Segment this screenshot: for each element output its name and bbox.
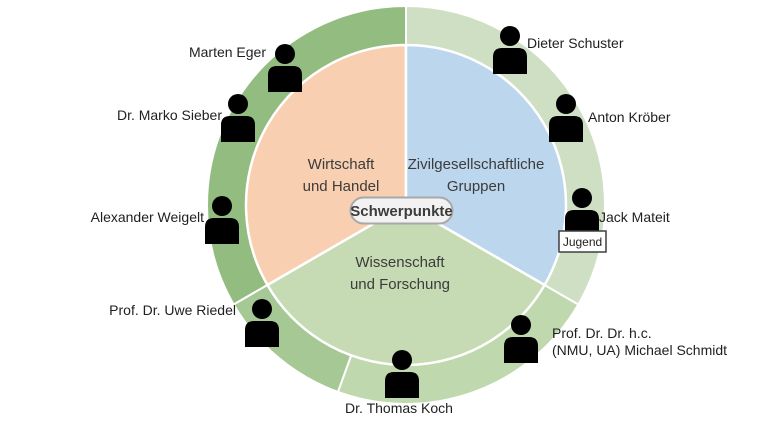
person-head-icon <box>500 26 520 46</box>
person-label-thomas-koch: Dr. Thomas Koch <box>345 400 453 416</box>
person-head-icon <box>392 350 412 370</box>
jugend-tag-label: Jugend <box>563 235 602 249</box>
sector-label-zivilgesellschaft-line2: Gruppen <box>447 178 505 195</box>
person-body-icon <box>493 48 527 74</box>
person-body-icon <box>565 210 599 236</box>
person-label-marko-sieber: Dr. Marko Sieber <box>117 107 222 123</box>
person-body-icon <box>221 116 255 142</box>
person-label-michael-schmidt-line1: Prof. Dr. Dr. h.c. <box>552 325 652 341</box>
person-head-icon <box>252 299 272 319</box>
sector-label-wissenschaft-line2: und Forschung <box>350 276 450 293</box>
person-body-icon <box>385 372 419 398</box>
sector-wirtschaft-und-handel <box>244 43 408 287</box>
person-head-icon <box>275 44 295 64</box>
person-label-anton-kroeber: Anton Kröber <box>588 109 671 125</box>
person-icon-michael-schmidt <box>504 315 538 363</box>
person-body-icon <box>549 116 583 142</box>
person-body-icon <box>504 337 538 363</box>
person-icon-uwe-riedel <box>245 299 279 347</box>
person-icon-thomas-koch <box>385 350 419 398</box>
person-label-uwe-riedel: Prof. Dr. Uwe Riedel <box>109 302 236 318</box>
person-head-icon <box>228 94 248 114</box>
person-icon-marko-sieber <box>221 94 255 142</box>
person-head-icon <box>556 94 576 114</box>
person-icon-anton-kroeber <box>549 94 583 142</box>
person-icon-jack-mateit <box>565 188 599 236</box>
person-label-jack-mateit: Jack Mateit <box>599 209 670 225</box>
sector-label-wissenschaft-line1: Wissenschaft <box>355 254 445 271</box>
person-icon-alexander-weigelt <box>205 196 239 244</box>
person-head-icon <box>572 188 592 208</box>
person-body-icon <box>245 321 279 347</box>
jugend-tag-box <box>558 230 607 253</box>
person-head-icon <box>511 315 531 335</box>
person-label-dieter-schuster: Dieter Schuster <box>527 35 624 51</box>
sector-label-zivilgesellschaft-line1: Zivilgesellschaftliche <box>408 156 545 173</box>
person-label-marten-eger: Marten Eger <box>189 44 266 60</box>
sector-label-wirtschaft-line1: Wirtschaft <box>308 156 376 173</box>
center-badge-label: Schwerpunkte <box>350 203 453 220</box>
sector-label-wirtschaft-line2: und Handel <box>303 178 380 195</box>
person-label-michael-schmidt-line2: (NMU, UA) Michael Schmidt <box>552 342 727 358</box>
person-icon-marten-eger <box>268 44 302 92</box>
person-icon-dieter-schuster <box>493 26 527 74</box>
center-badge <box>349 196 454 225</box>
person-head-icon <box>212 196 232 216</box>
person-body-icon <box>268 66 302 92</box>
person-label-alexander-weigelt: Alexander Weigelt <box>91 209 204 225</box>
person-body-icon <box>205 218 239 244</box>
